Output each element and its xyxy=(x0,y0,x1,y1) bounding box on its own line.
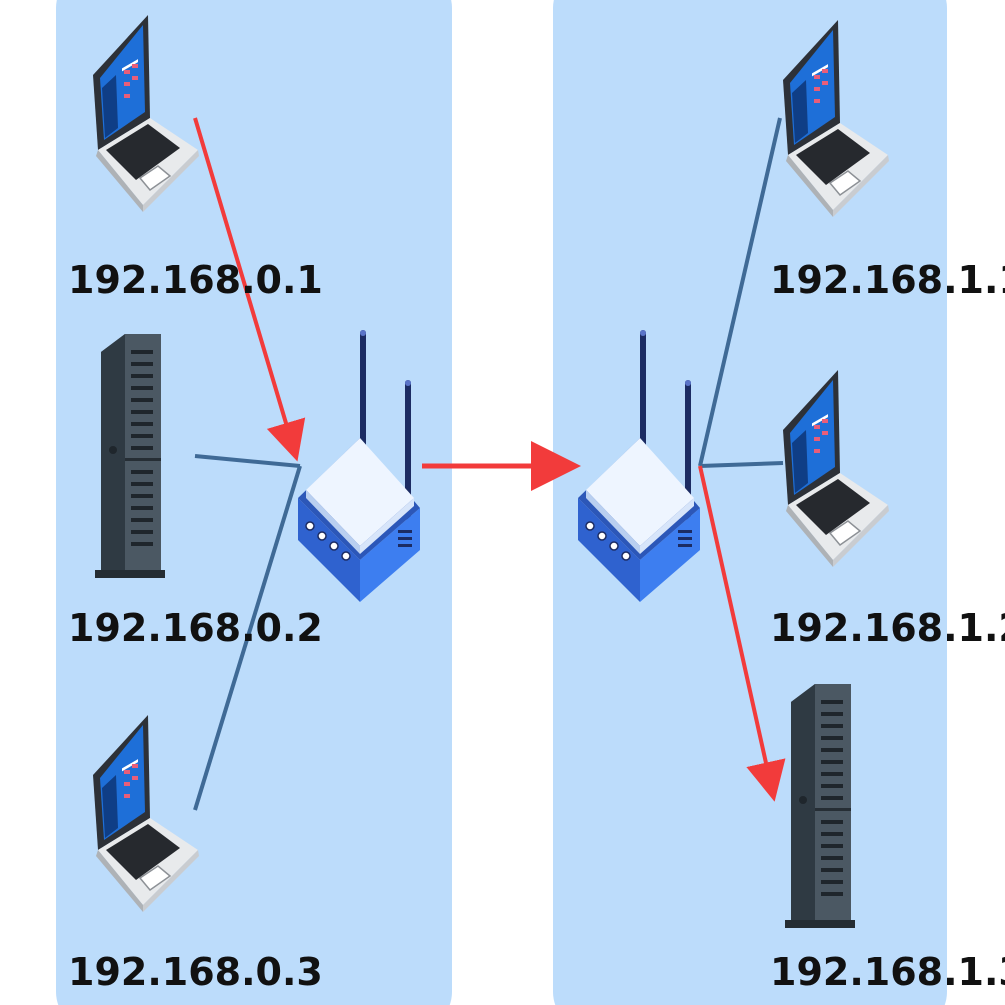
link-line-1-1 xyxy=(698,117,782,467)
link-line-0-2 xyxy=(194,454,301,468)
ip-label: 192.168.0.1 xyxy=(68,258,323,302)
server-tower-icon xyxy=(95,334,165,578)
ip-label: 192.168.0.2 xyxy=(68,606,323,650)
link-line-0-3 xyxy=(193,465,302,811)
link-line-1-2 xyxy=(699,461,784,468)
ip-label: 192.168.1.3 xyxy=(770,950,1005,994)
device-192-168-1-3: 192.168.1.3 xyxy=(770,684,1005,994)
traffic-arrow-source xyxy=(193,117,306,462)
device-192-168-0-3: 192.168.0.3 xyxy=(68,714,323,994)
device-192-168-0-1: 192.168.0.1 xyxy=(68,14,323,302)
server-tower-icon xyxy=(785,684,855,928)
ip-label: 192.168.1.1 xyxy=(770,258,1005,302)
ip-label: 192.168.1.2 xyxy=(770,606,1005,650)
device-192-168-0-2: 192.168.0.2 xyxy=(68,334,323,650)
ip-label: 192.168.0.3 xyxy=(68,950,323,994)
network-left-panel xyxy=(56,0,452,1005)
device-192-168-1-2: 192.168.1.2 xyxy=(770,369,1005,650)
device-192-168-1-1: 192.168.1.1 xyxy=(770,19,1005,302)
traffic-arrow-destination xyxy=(698,465,786,802)
